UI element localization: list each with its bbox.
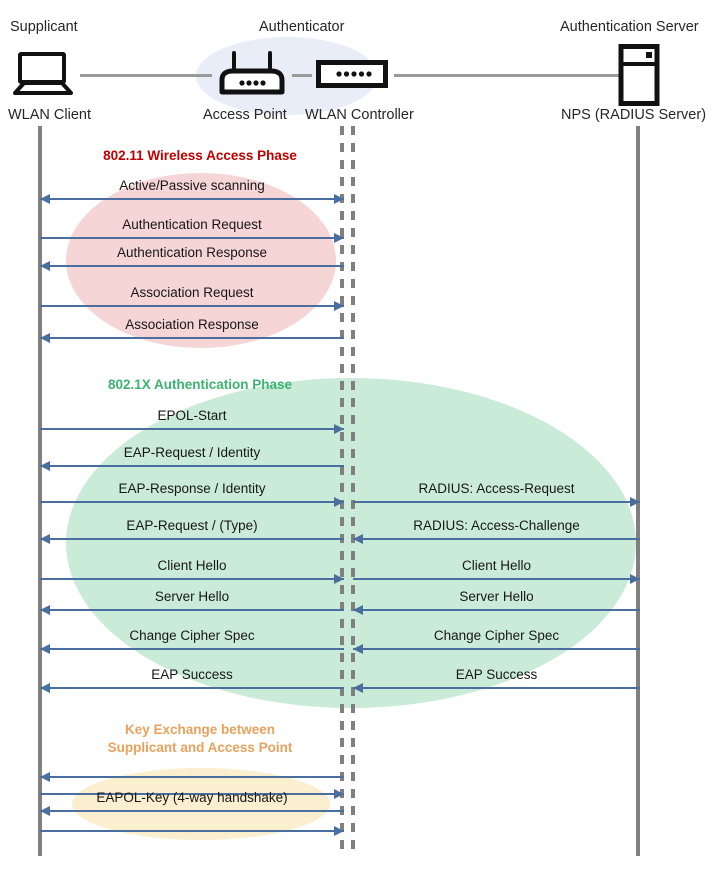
arrowhead-right-icon (334, 194, 344, 204)
message-line (353, 578, 640, 580)
role-title-authentication-server: Authentication Server (560, 19, 699, 35)
phase-caption-key-exchange: Key Exchange between Supplicant and Acce… (107, 722, 293, 755)
lifeline-auth-server (636, 126, 640, 856)
message-line (40, 337, 344, 339)
message-label: Client Hello (461, 558, 532, 573)
message-label: Client Hello (157, 558, 227, 573)
arrowhead-left-icon (40, 194, 50, 204)
laptop-icon (12, 52, 74, 101)
message-line (40, 609, 344, 611)
message-label: EPOL-Start (157, 408, 227, 423)
arrowhead-right-icon (334, 424, 344, 434)
wire-controller-to-nps (394, 74, 622, 77)
phase-caption-wireless-access: 802.11 Wireless Access Phase (103, 148, 297, 163)
message-label: EAPOL-Key (4-way handshake) (96, 790, 288, 805)
arrowhead-right-icon (630, 497, 640, 507)
message-label: EAP-Response / Identity (118, 481, 266, 496)
lifeline-wlan-controller (351, 126, 355, 856)
role-title-authenticator: Authenticator (259, 19, 345, 35)
arrowhead-left-icon (40, 605, 50, 615)
message-label: Server Hello (154, 589, 230, 604)
phase-blob-key-exchange (72, 768, 330, 840)
arrowhead-left-icon (40, 261, 50, 271)
arrowhead-right-icon (334, 233, 344, 243)
message-line (40, 830, 344, 832)
message-label: EAP-Request / (Type) (126, 518, 258, 533)
message-line (40, 305, 344, 307)
message-label: EAP Success (455, 667, 538, 682)
message-label: Association Request (130, 285, 254, 300)
message-label: Active/Passive scanning (119, 178, 265, 193)
message-line (40, 648, 344, 650)
message-label: Server Hello (459, 589, 534, 604)
message-label: Change Cipher Spec (129, 628, 255, 643)
lifeline-access-point (340, 126, 344, 856)
server-rack-icon (618, 44, 660, 111)
arrowhead-right-icon (334, 574, 344, 584)
wire-ap-to-controller (292, 74, 312, 77)
message-line (40, 810, 344, 812)
arrowhead-right-icon (334, 789, 344, 799)
node-label-wlan-controller: WLAN Controller (305, 107, 414, 123)
arrowhead-right-icon (334, 826, 344, 836)
wire-client-to-ap (80, 74, 212, 77)
message-line (353, 687, 640, 689)
arrowhead-left-icon (40, 683, 50, 693)
message-line (40, 578, 344, 580)
arrowhead-left-icon (40, 461, 50, 471)
message-line (353, 501, 640, 503)
phase-blob-wireless-access (66, 173, 336, 348)
node-label-nps-radius-server: NPS (RADIUS Server) (561, 107, 707, 123)
arrowhead-left-icon (40, 534, 50, 544)
wireless-router-icon (216, 50, 288, 101)
arrowhead-left-icon (353, 605, 363, 615)
arrowhead-left-icon (40, 806, 50, 816)
arrowhead-left-icon (353, 534, 363, 544)
phase-caption-dot1x-auth: 802.1X Authentication Phase (107, 377, 293, 392)
message-label: RADIUS: Access-Request (418, 481, 575, 496)
arrowhead-right-icon (334, 497, 344, 507)
message-label: RADIUS: Access-Challenge (413, 518, 580, 533)
message-line (40, 793, 344, 795)
message-label: EAP Success (151, 667, 233, 682)
message-line (353, 538, 640, 540)
lifeline-supplicant (38, 126, 42, 856)
message-line (40, 198, 344, 200)
arrowhead-left-icon (353, 683, 363, 693)
arrowhead-right-icon (630, 574, 640, 584)
message-line (40, 465, 344, 467)
message-line (353, 609, 640, 611)
message-line (40, 501, 344, 503)
node-label-access-point: Access Point (203, 107, 287, 123)
arrowhead-left-icon (40, 333, 50, 343)
role-title-supplicant: Supplicant (10, 19, 78, 35)
arrowhead-left-icon (40, 772, 50, 782)
message-line (40, 538, 344, 540)
message-label: Change Cipher Spec (433, 628, 560, 643)
arrowhead-left-icon (353, 644, 363, 654)
message-label: EAP-Request / Identity (123, 445, 261, 460)
node-label-wlan-client: WLAN Client (8, 107, 91, 123)
message-line (40, 687, 344, 689)
message-line (40, 428, 344, 430)
message-line (40, 265, 344, 267)
message-label: Association Response (125, 317, 259, 332)
message-line (353, 648, 640, 650)
message-label: Authentication Request (122, 217, 262, 232)
message-label: Authentication Response (116, 245, 268, 260)
arrowhead-right-icon (334, 301, 344, 311)
network-switch-icon (316, 60, 388, 93)
message-line (40, 776, 344, 778)
arrowhead-left-icon (40, 644, 50, 654)
message-line (40, 237, 344, 239)
